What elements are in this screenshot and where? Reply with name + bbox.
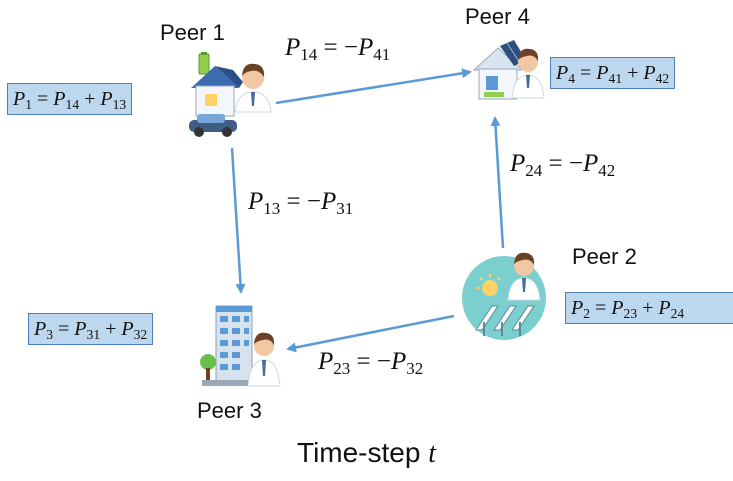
peer1-label: Peer 1: [160, 20, 225, 45]
time-step-caption: Time-step t: [297, 437, 436, 469]
arrow-peer2-to-peer3: [286, 314, 455, 353]
house-ev-battery-person-icon: [189, 52, 272, 137]
arrow-peer1-to-peer4: [275, 68, 472, 105]
office-building-person-icon: [200, 305, 281, 387]
edge-p24-equation: P24 = −P42: [510, 150, 616, 181]
peer2-label: Peer 2: [572, 244, 637, 269]
house-solar-person-icon: [472, 40, 545, 100]
edge-p13-equation: P13 = −P31: [248, 188, 354, 219]
peer1-equation-box: P1 = P14 + P13: [7, 83, 133, 115]
edge-p23-equation: P23 = −P32: [318, 348, 424, 379]
peer3-equation-box: P3 = P31 + P32: [28, 313, 154, 345]
solar-farm-person-icon: [462, 252, 546, 340]
arrow-peer2-to-peer4: [490, 116, 505, 249]
arrow-peer1-to-peer3: [230, 147, 246, 294]
peer2-equation-box: P2 = P23 + P24: [565, 292, 733, 324]
edge-p14-equation: P14 = −P41: [285, 34, 391, 65]
peer3-label: Peer 3: [197, 398, 262, 423]
peer4-label: Peer 4: [465, 4, 530, 29]
peer4-equation-box: P4 = P41 + P42: [550, 57, 676, 89]
